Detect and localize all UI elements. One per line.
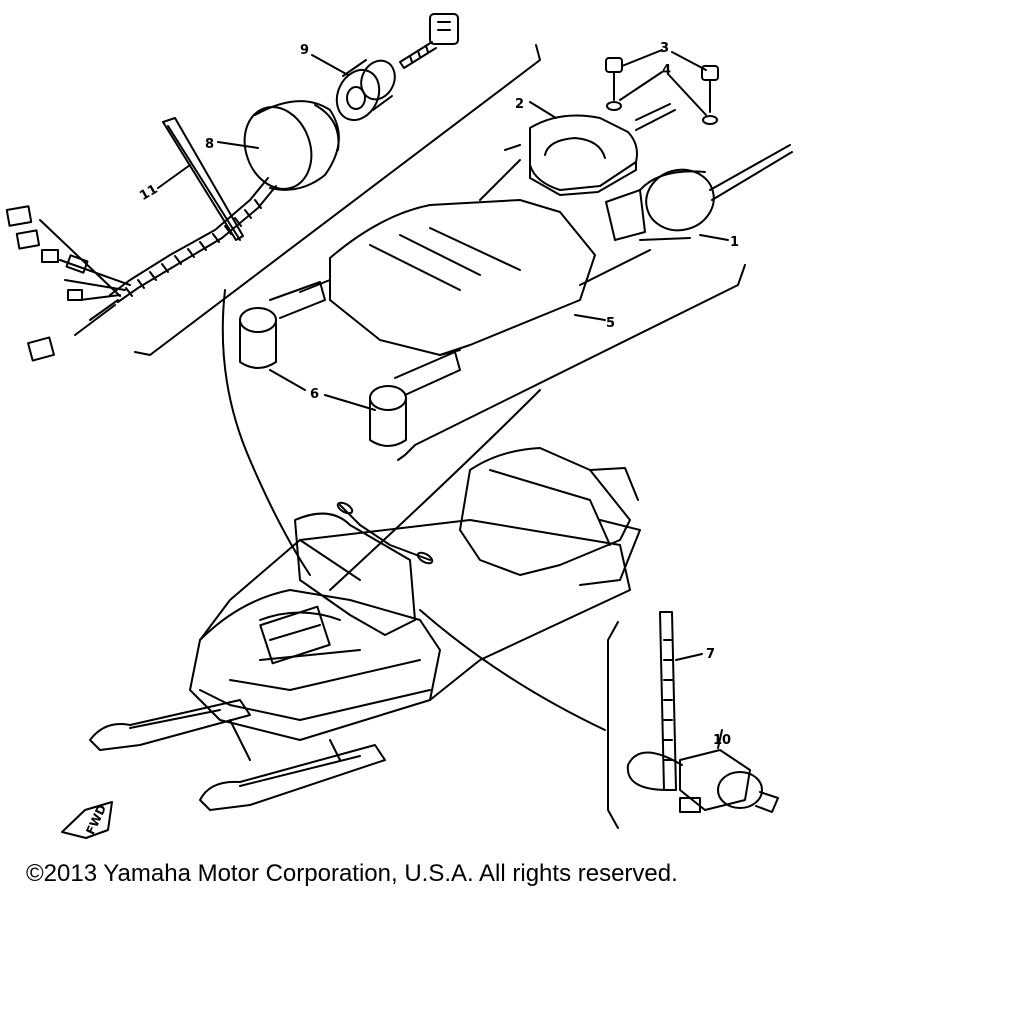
main-switch: [329, 55, 401, 127]
leader-1: [700, 235, 728, 240]
ignition-coil-2: [530, 104, 675, 195]
exploded-parts-diagram: 1 2 3 4 5 6 7 8 9 10 11 FWD: [0, 0, 1024, 860]
plug-cap-lower: [370, 352, 460, 446]
leader-6: [270, 370, 375, 410]
snowmobile: [90, 448, 640, 810]
lamp-housing: [234, 98, 339, 199]
fwd-arrow-icon: [62, 802, 112, 838]
left-ski: [90, 700, 250, 750]
leader-7: [676, 654, 702, 660]
windshield: [295, 514, 415, 635]
cowl: [200, 590, 440, 700]
band-7: [660, 612, 676, 790]
panel-border-left: [135, 45, 540, 355]
callout-9: 9: [300, 43, 309, 58]
leader-5: [575, 315, 605, 320]
right-ski: [200, 745, 385, 810]
callout-1: 1: [730, 235, 739, 250]
leader-3: [622, 50, 706, 70]
panel-border-right: [398, 265, 745, 460]
callout-11: 11: [137, 182, 160, 204]
routing-wire-lower: [420, 610, 605, 730]
leader-11: [158, 165, 190, 188]
leader-2: [530, 102, 556, 118]
callout-8: 8: [205, 137, 214, 152]
callout-2: 2: [515, 97, 524, 112]
routing-wire-right: [330, 390, 540, 590]
leader-4: [620, 72, 706, 115]
leader-10: [718, 730, 722, 748]
switch-panel: [608, 612, 778, 828]
callout-7: 7: [706, 647, 715, 662]
copyright-notice: ©2013 Yamaha Motor Corporation, U.S.A. A…: [26, 860, 678, 887]
callout-10: 10: [713, 733, 731, 748]
callout-6: 6: [310, 387, 319, 402]
handlebar: [340, 505, 430, 560]
harness-panel: [7, 14, 540, 361]
leader-9: [312, 55, 348, 75]
ignition-panel: [240, 50, 792, 460]
dash-panel: [260, 607, 329, 664]
cdi-unit: [606, 145, 792, 240]
cdi-box: [300, 145, 690, 355]
callout-5: 5: [606, 316, 615, 331]
callout-3: 3: [660, 41, 669, 56]
leader-8: [218, 142, 258, 148]
plug-cap-upper: [240, 282, 325, 368]
wire-harness: [7, 178, 276, 361]
bolts: [606, 58, 718, 124]
band: [163, 118, 243, 240]
callout-4: 4: [662, 63, 671, 78]
panel-border-lower: [608, 622, 618, 828]
seat: [460, 448, 630, 575]
stop-switch: [628, 750, 778, 812]
body: [190, 520, 630, 740]
routing-wire-left: [223, 290, 310, 575]
key: [400, 14, 458, 68]
